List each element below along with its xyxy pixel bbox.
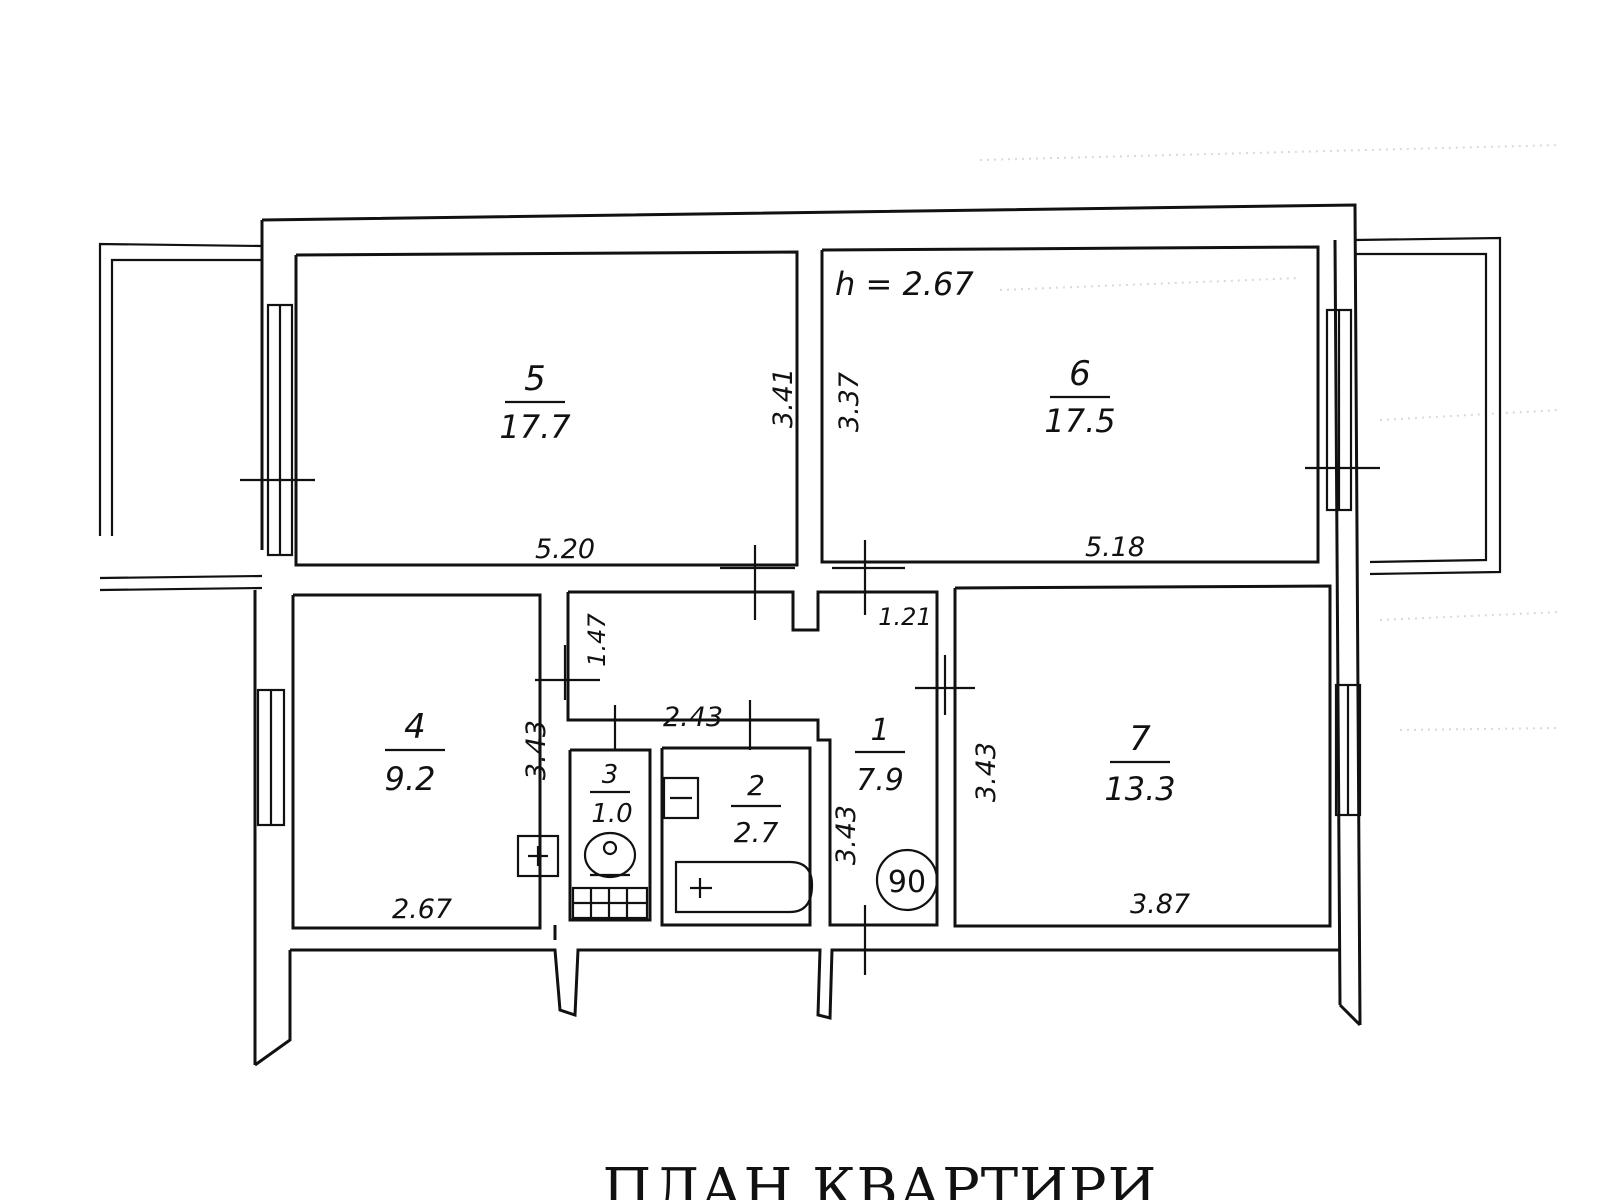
dim-room7-depth: 3.43 [971, 742, 1002, 802]
dimension-labels: 3.41 3.37 5.20 5.18 1.47 1.21 2.43 3.43 … [392, 368, 1190, 925]
flat-number-circle [875, 848, 939, 912]
dim-room4-depth: 3.43 [521, 720, 552, 780]
dim-room7-width: 3.87 [1130, 889, 1190, 920]
dim-corridor-upper: 1.47 [583, 613, 611, 667]
dim-room6-depth: 3.37 [834, 372, 865, 432]
washbasin-icon [662, 776, 700, 820]
balcony-right [1354, 236, 1502, 576]
dim-corridor-width: 1.21 [878, 603, 931, 631]
dim-bath-wall: 2.43 [663, 702, 723, 733]
flat-number: 90 [888, 865, 926, 900]
plumbing-fixtures [516, 776, 814, 920]
dim-room4-width: 2.67 [392, 894, 452, 925]
dim-room5-depth: 3.41 [768, 368, 799, 428]
room-5-area: 17.7 [499, 408, 571, 446]
room-7-area: 13.3 [1104, 770, 1175, 808]
windows [240, 303, 1380, 827]
toilet-icon [583, 831, 637, 879]
plan-title: ПЛАН КВАРТИРИ [603, 1157, 1158, 1200]
bathtub-icon [674, 860, 814, 914]
sink-icon [516, 834, 560, 878]
ceiling-height-label: h = 2.67 [835, 265, 974, 303]
room-1-number: 1 [870, 713, 889, 748]
dim-room6-width: 5.18 [1085, 532, 1145, 563]
room-4-number: 4 [404, 707, 426, 747]
room-6-number: 6 [1069, 354, 1091, 394]
room-3-number: 3 [602, 760, 619, 790]
dim-hall-depth: 3.43 [831, 805, 862, 865]
room-walls [290, 245, 1340, 1020]
room-2-area: 2.7 [734, 816, 779, 849]
exterior-walls [253, 203, 1362, 1067]
room-7-number: 7 [1129, 719, 1151, 759]
room-6-area: 17.5 [1044, 402, 1115, 440]
doors [535, 540, 975, 975]
room-2-number: 2 [747, 769, 765, 802]
room-1-area: 7.9 [856, 763, 904, 798]
room-labels: 5 17.7 6 17.5 4 9.2 3 1.0 2 2.7 1 7.9 7 … [385, 354, 1176, 849]
scan-traces [979, 144, 1561, 731]
room-4-area: 9.2 [385, 760, 436, 798]
balcony-left [98, 242, 263, 592]
dim-room5-width: 5.20 [535, 534, 595, 565]
room-5-number: 5 [524, 359, 546, 399]
room-3-area: 1.0 [591, 799, 632, 829]
